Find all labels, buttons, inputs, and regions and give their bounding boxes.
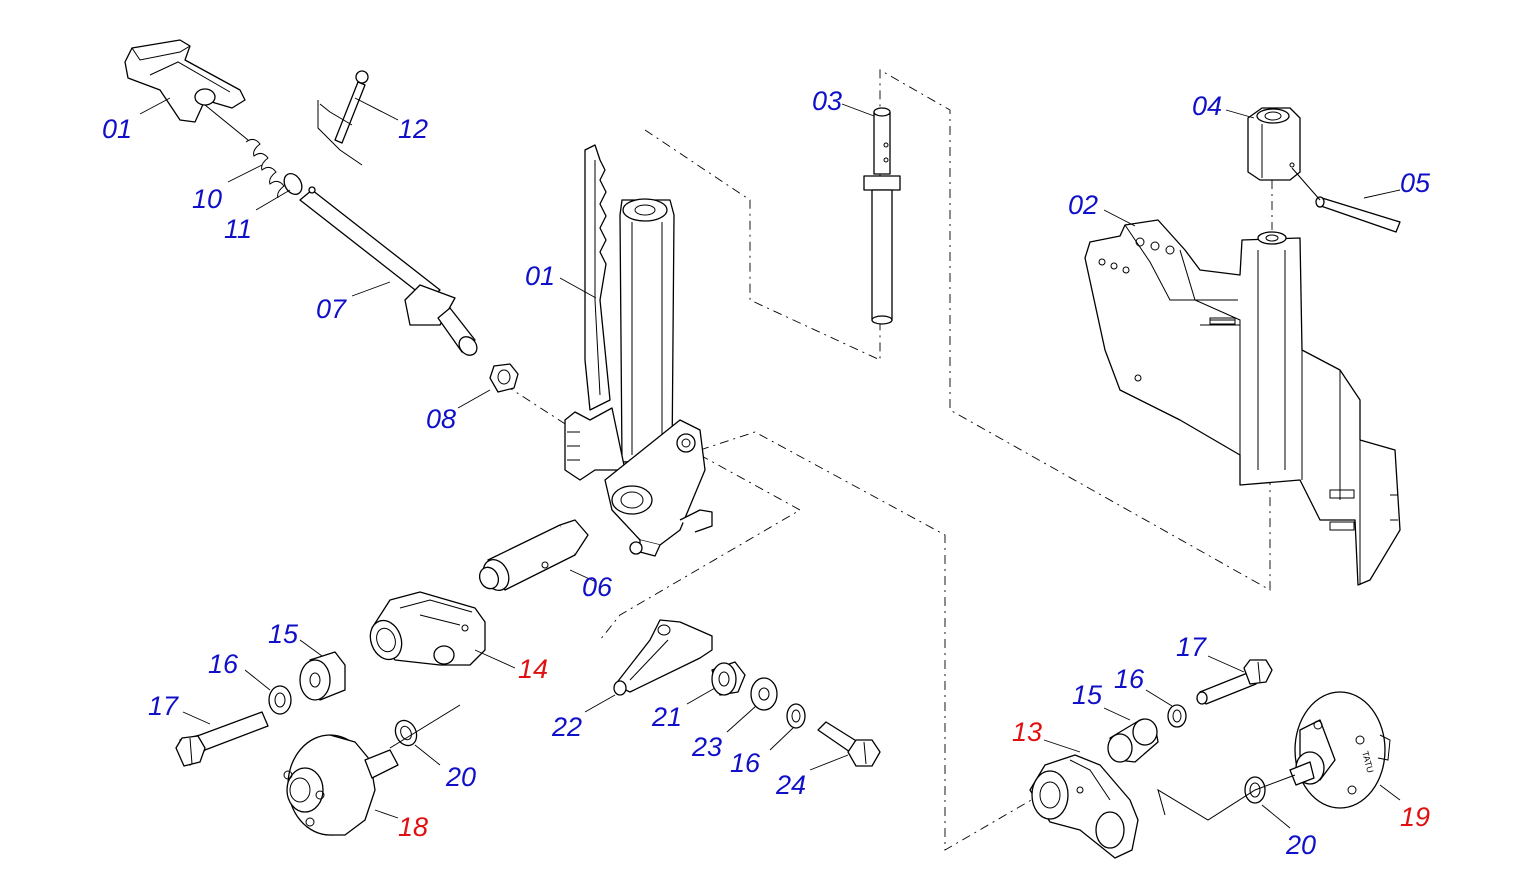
part-07-shaft: [299, 186, 478, 356]
part-08-nut: [489, 363, 519, 393]
callout-leaders: [139, 97, 1401, 829]
part-09-handle: [124, 39, 246, 123]
part-16-washer-left: [268, 685, 292, 715]
callout-16-right: 16: [1114, 664, 1145, 694]
part-16-washer-middle: [786, 703, 806, 729]
part-02-bracket: [1084, 219, 1401, 586]
part-13-crank: [1029, 754, 1139, 859]
part-04-coupling: [1247, 107, 1301, 181]
callout-21: 21: [651, 702, 682, 732]
part-06-bushing: [478, 519, 589, 592]
callout-11: 11: [224, 214, 252, 244]
part-21-spacer: [711, 661, 746, 696]
callout-02: 02: [1068, 190, 1098, 220]
callout-06: 06: [582, 572, 613, 602]
callout-labels: 01 12 10 11 07 08 01 03 04 05 02 06 14 1…: [102, 86, 1431, 860]
callout-15-left: 15: [268, 619, 299, 649]
callout-03: 03: [812, 86, 842, 116]
callout-18: 18: [398, 812, 428, 842]
part-24-bolt: [817, 721, 881, 767]
callout-04: 04: [1192, 91, 1222, 121]
callout-20-right: 20: [1285, 830, 1316, 860]
part-15-spacer-left: [299, 651, 346, 701]
callout-22: 22: [551, 712, 582, 742]
callout-17-left: 17: [148, 691, 179, 721]
callout-14: 14: [518, 654, 548, 684]
callout-05: 05: [1400, 168, 1431, 198]
part-17-bolt-right: [1196, 659, 1273, 705]
part-23-washer: [750, 677, 778, 711]
part-10-spring: [204, 104, 285, 199]
part-17-bolt-left: [175, 711, 269, 767]
callout-16-middle: 16: [730, 748, 761, 778]
callout-16-left: 16: [208, 649, 239, 679]
part-11-washer: [283, 173, 303, 195]
part-20-washer-left: [394, 719, 418, 747]
part-19-hub: TATU: [1157, 691, 1391, 821]
part-03-shaft: [863, 107, 901, 325]
part-22-bracket: [613, 619, 713, 696]
part-16-washer-right: [1167, 704, 1187, 728]
part-05-pin: [1291, 167, 1401, 233]
callout-09: 01: [102, 114, 132, 144]
part-01-lever: [564, 144, 713, 557]
callout-12: 12: [398, 114, 428, 144]
callout-17-right: 17: [1176, 632, 1207, 662]
callout-19: 19: [1400, 802, 1430, 832]
callout-01: 01: [525, 261, 555, 291]
callout-08: 08: [426, 404, 456, 434]
callout-23: 23: [691, 732, 722, 762]
part-15-spacer-right: [1107, 718, 1159, 763]
callout-07: 07: [316, 294, 347, 324]
callout-10: 10: [192, 184, 222, 214]
callout-13: 13: [1012, 717, 1042, 747]
part-14-crank: [369, 591, 486, 666]
part-12-pin: [317, 70, 369, 166]
part-18-hub: [283, 704, 461, 836]
callout-24: 24: [775, 770, 806, 800]
callout-20-left: 20: [445, 762, 476, 792]
callout-15-right: 15: [1072, 680, 1103, 710]
